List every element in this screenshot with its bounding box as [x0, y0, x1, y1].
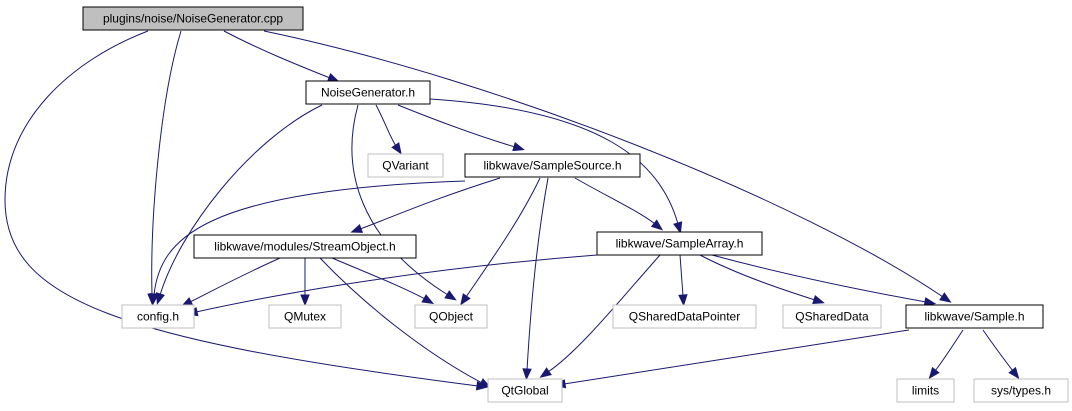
arrowhead-noise_cpp-to-noise_h: [326, 73, 340, 82]
edge-noise_h-to-qobject: [351, 104, 449, 296]
edge-noise_h-to-config_h: [159, 104, 323, 296]
edge-noise_cpp-to-noise_h: [223, 30, 331, 79]
edge-samplearray_h-to-qtglobal: [547, 254, 661, 373]
edge-samplesource_h-to-streamobject_h: [359, 177, 501, 230]
node-systypes_h: sys/types.h: [973, 378, 1069, 403]
node-label: QVariant: [382, 159, 429, 173]
arrowhead-samplearray_h-to-qshareddata: [812, 295, 825, 305]
node-label: libkwave/SampleArray.h: [616, 237, 744, 251]
arrowhead-noise_h-to-samplearray_h: [673, 221, 683, 234]
edge-samplesource_h-to-config_h: [153, 180, 466, 296]
edge-noise_h-to-qvariant: [375, 104, 397, 147]
node-box: [596, 231, 763, 256]
edge-streamobject_h-to-config_h: [189, 257, 281, 303]
arrowhead-samplesource_h-to-streamobject_h: [350, 224, 364, 233]
arrowhead-samplesource_h-to-qtglobal: [522, 368, 532, 381]
nodes-layer: plugins/noise/NoiseGenerator.cppNoiseGen…: [82, 6, 1069, 403]
edge-sample_h-to-limits: [934, 329, 964, 372]
node-box: [905, 304, 1044, 329]
node-box: [612, 304, 757, 329]
node-box: [193, 234, 417, 259]
node-qshareddatapointer: QSharedDataPointer: [612, 304, 757, 329]
node-box: [973, 378, 1069, 403]
node-qtglobal: QtGlobal: [487, 378, 563, 403]
node-label: libkwave/modules/StreamObject.h: [214, 240, 395, 254]
edge-samplearray_h-to-qshareddatapointer: [679, 254, 684, 297]
node-label: config.h: [137, 310, 179, 324]
node-samplesource_h[interactable]: libkwave/SampleSource.h: [464, 153, 641, 178]
arrowhead-sample_h-to-systypes_h: [1008, 366, 1020, 380]
node-label: sys/types.h: [991, 384, 1051, 398]
node-label: QSharedData: [795, 310, 869, 324]
edge-streamobject_h-to-qobject: [331, 257, 426, 300]
node-box: [414, 304, 488, 329]
edge-samplesource_h-to-qtglobal: [526, 177, 549, 371]
node-box: [896, 378, 955, 403]
arrowhead-sample_h-to-limits: [928, 366, 940, 380]
node-streamobject_h[interactable]: libkwave/modules/StreamObject.h: [193, 234, 417, 259]
node-qvariant: QVariant: [367, 153, 444, 178]
arrowhead-samplesource_h-to-qobject: [460, 293, 471, 306]
node-label: libkwave/SampleSource.h: [483, 159, 621, 173]
node-limits: limits: [896, 378, 955, 403]
arrowhead-noise_cpp-to-sample_h: [939, 292, 952, 303]
node-label: QSharedDataPointer: [629, 310, 740, 324]
node-label: libkwave/Sample.h: [924, 310, 1024, 324]
edge-streamobject_h-to-qtglobal: [319, 257, 483, 384]
edge-samplesource_h-to-qobject: [465, 177, 541, 298]
arrowhead-noise_h-to-qobject: [444, 290, 457, 301]
node-label: plugins/noise/NoiseGenerator.cpp: [103, 12, 283, 26]
edge-noise_cpp-to-sample_h: [263, 30, 944, 298]
node-box: [782, 304, 882, 329]
edge-sample_h-to-systypes_h: [982, 329, 1014, 372]
node-label: QObject: [429, 310, 474, 324]
node-box: [367, 153, 444, 178]
arrowhead-samplesource_h-to-config_h: [149, 292, 159, 306]
node-label: QtGlobal: [501, 384, 548, 398]
node-samplearray_h[interactable]: libkwave/SampleArray.h: [596, 231, 763, 256]
node-config_h: config.h: [121, 304, 195, 329]
edge-noise_h-to-samplesource_h: [397, 104, 516, 148]
edge-noise_cpp-to-config_h: [151, 30, 182, 296]
edge-samplearray_h-to-sample_h: [711, 254, 927, 303]
arrowhead-samplearray_h-to-qtglobal: [539, 367, 552, 378]
node-noise_h[interactable]: NoiseGenerator.h: [305, 80, 431, 105]
node-box: [268, 304, 342, 329]
node-qobject: QObject: [414, 304, 488, 329]
node-box: [121, 304, 195, 329]
arrowhead-samplesource_h-to-samplearray_h: [650, 219, 664, 231]
node-label: QMutex: [284, 310, 326, 324]
arrowhead-samplearray_h-to-qshareddatapointer: [678, 294, 688, 307]
edge-samplesource_h-to-samplearray_h: [574, 177, 656, 225]
arrowhead-streamobject_h-to-qobject: [421, 294, 435, 304]
node-sample_h[interactable]: libkwave/Sample.h: [905, 304, 1044, 329]
node-label: limits: [912, 384, 939, 398]
arrowhead-streamobject_h-to-qtglobal: [478, 378, 492, 388]
edge-samplearray_h-to-config_h: [195, 254, 598, 313]
node-qshareddata: QSharedData: [782, 304, 882, 329]
arrowhead-streamobject_h-to-qmutex: [300, 294, 310, 307]
arrowhead-noise_h-to-samplesource_h: [512, 142, 525, 152]
arrowhead-noise_h-to-qvariant: [391, 142, 402, 155]
node-box: [305, 80, 431, 105]
edge-noise_h-to-samplearray_h: [429, 98, 679, 225]
edge-sample_h-to-qtglobal: [563, 329, 910, 385]
edge-samplearray_h-to-qshareddata: [699, 254, 816, 301]
arrowhead-noise_h-to-config_h: [155, 292, 165, 305]
node-box: [82, 6, 304, 31]
node-box: [487, 378, 563, 403]
edges-layer: [4, 30, 1020, 391]
node-qmutex: QMutex: [268, 304, 342, 329]
node-label: NoiseGenerator.h: [321, 86, 415, 100]
node-noise_cpp: plugins/noise/NoiseGenerator.cpp: [82, 6, 304, 31]
node-box: [464, 153, 641, 178]
edge-noise_cpp-to-qtglobal: [4, 30, 479, 387]
